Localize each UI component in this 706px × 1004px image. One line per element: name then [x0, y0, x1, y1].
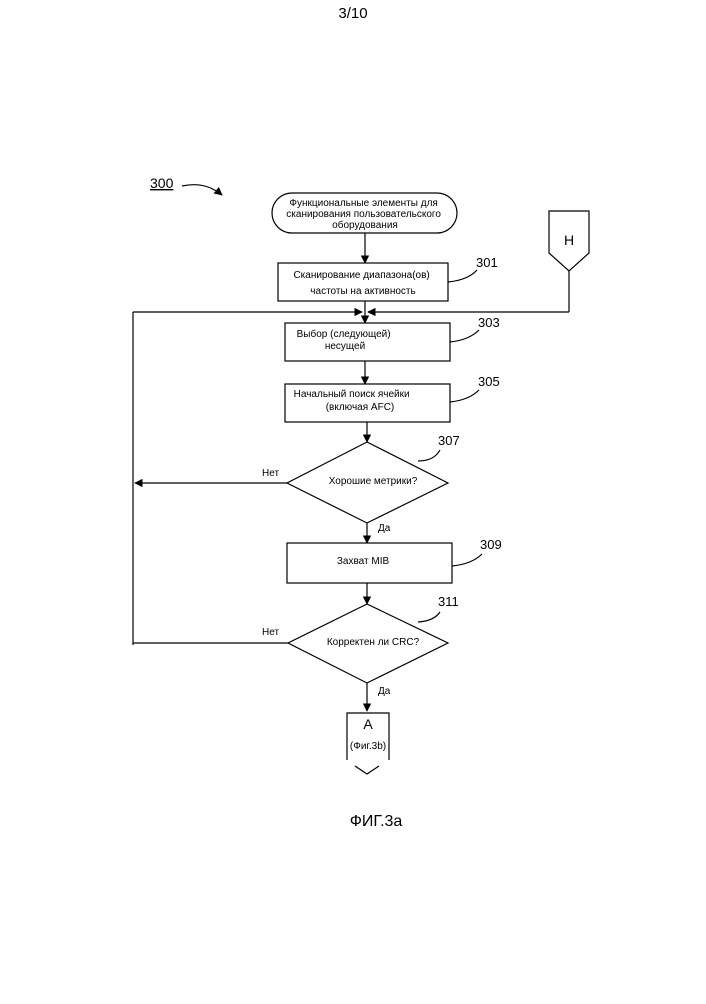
connector-h-label: H — [564, 232, 574, 248]
figure-ref-number: 300 — [150, 175, 174, 191]
ref-311: 311 — [438, 594, 459, 609]
ref-303: 303 — [478, 315, 500, 330]
connector-a-sub: (Фиг.3b) — [350, 741, 386, 752]
ref-leader-301 — [448, 270, 477, 282]
decision-311-no-label: Нет — [262, 627, 279, 638]
decision-311-text: Корректен ли CRC? — [327, 637, 420, 648]
ref-leader-307 — [418, 450, 440, 461]
step-305-line-2: (включая AFC) — [326, 402, 395, 413]
decision-307-yes-label: Да — [378, 523, 391, 534]
ref-leader-309 — [452, 554, 482, 566]
step-301-line-2: частоты на активность — [310, 286, 415, 297]
connector-a-label: A — [363, 716, 373, 732]
decision-311-yes-label: Да — [378, 686, 391, 697]
ref-301: 301 — [476, 255, 498, 270]
ref-307: 307 — [438, 433, 460, 448]
connector-a-point — [355, 766, 379, 774]
start-line-3: оборудования — [332, 219, 398, 231]
start-line-2: сканирования пользовательского — [286, 209, 441, 220]
step-303-line-1: Выбор (следующей) — [297, 328, 391, 340]
ref-305: 305 — [478, 374, 500, 389]
decision-307-text: Хорошие метрики? — [329, 476, 418, 487]
step-303-line-2: несущей — [325, 341, 365, 352]
decision-307-no-label: Нет — [262, 468, 279, 479]
ref-leader-303 — [450, 330, 479, 342]
figure-ref-arrow — [182, 185, 222, 195]
ref-leader-311 — [418, 612, 440, 622]
step-text-309: Захват MIB — [337, 556, 390, 567]
step-305-line-1: Начальный поиск ячейки — [294, 389, 410, 400]
ref-309: 309 — [480, 537, 502, 552]
ref-leader-305 — [450, 390, 479, 402]
step-301-line-1: Сканирование диапазона(ов) — [293, 270, 429, 281]
page-number: 3/10 — [338, 5, 367, 22]
start-line-1: Функциональные элементы для — [289, 198, 437, 209]
figure-caption: ФИГ.3a — [350, 813, 403, 830]
